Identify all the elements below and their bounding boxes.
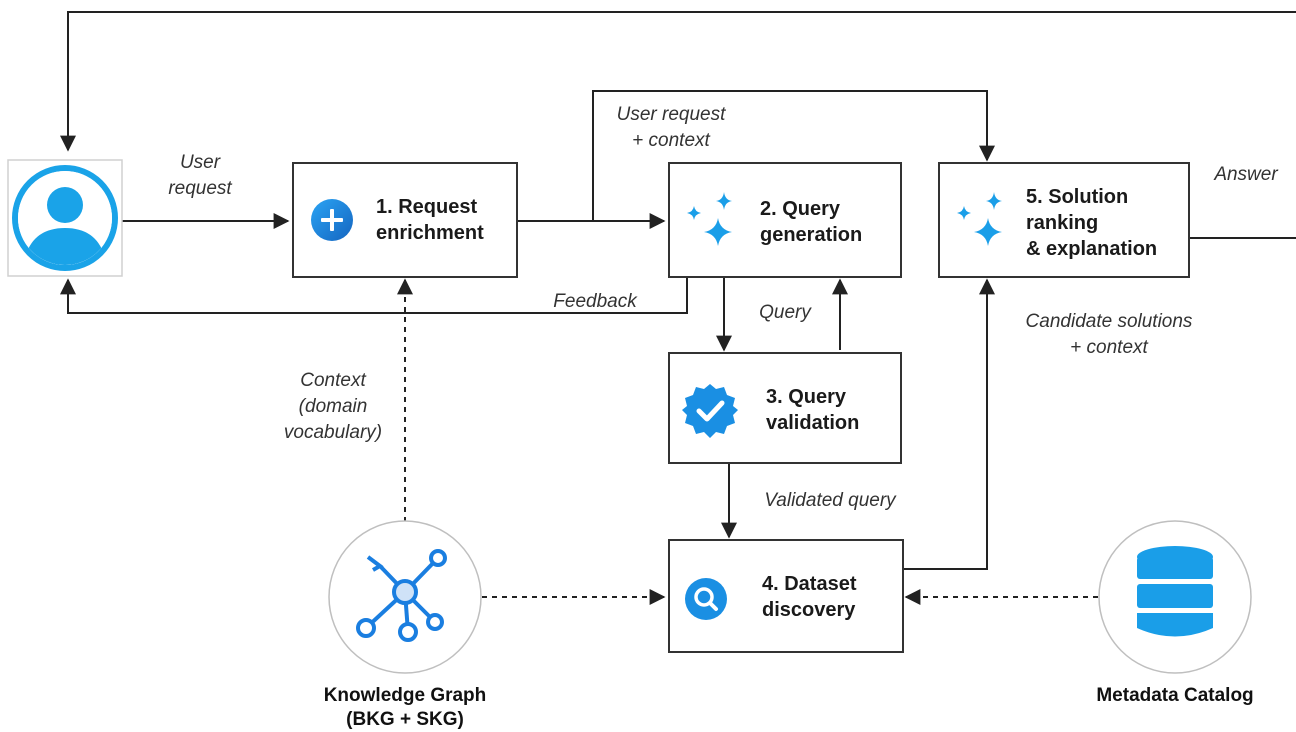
query-validation-box: 3. Query validation (668, 352, 902, 464)
graph-network-icon (356, 549, 447, 642)
edge-label-feedback: Feedback (553, 291, 637, 312)
metadata-catalog-node (1098, 520, 1252, 674)
edge-label-context: Context (domain vocabulary) (283, 370, 383, 443)
solution-ranking-box: 5. Solution ranking & explanation (938, 162, 1190, 278)
edge-candidates (904, 278, 995, 570)
verified-badge-icon (682, 384, 738, 438)
metadata-catalog-label: Metadata Catalog (1096, 685, 1254, 706)
query-generation-title: 2. Query generation (760, 198, 863, 246)
edge-label-user-request: User request (168, 152, 232, 199)
request-enrichment-box: 1. Request enrichment (292, 162, 518, 278)
dataset-discovery-title: 4. Dataset discovery (762, 573, 857, 621)
edge-feedback (60, 278, 688, 314)
edge-label-query: Query (759, 302, 811, 323)
edge-context-to-ranking (592, 90, 995, 221)
sparkles-icon (687, 192, 732, 246)
plus-circle-icon (311, 199, 353, 241)
query-generation-box: 2. Query generation (668, 162, 902, 278)
dataset-discovery-box: 4. Dataset discovery (668, 539, 904, 653)
user-avatar-icon (12, 165, 118, 271)
database-icon (1137, 546, 1213, 637)
request-enrichment-title: 1. Request enrichment (376, 196, 484, 244)
search-circle-icon (685, 578, 727, 620)
knowledge-graph-label: Knowledge Graph (BKG + SKG) (323, 685, 487, 730)
knowledge-graph-node (328, 520, 482, 674)
edge-label-answer: Answer (1214, 164, 1278, 185)
solution-ranking-title: 5. Solution ranking & explanation (1026, 186, 1158, 260)
edge-label-validated-query: Validated query (764, 490, 896, 511)
edge-label-candidate-solutions: Candidate solutions + context (1025, 311, 1193, 358)
edge-answer-loop (60, 11, 1296, 152)
edge-label-user-request-context: User request + context (616, 104, 726, 151)
sparkles-icon (957, 192, 1002, 246)
query-validation-title: 3. Query validation (766, 386, 860, 434)
